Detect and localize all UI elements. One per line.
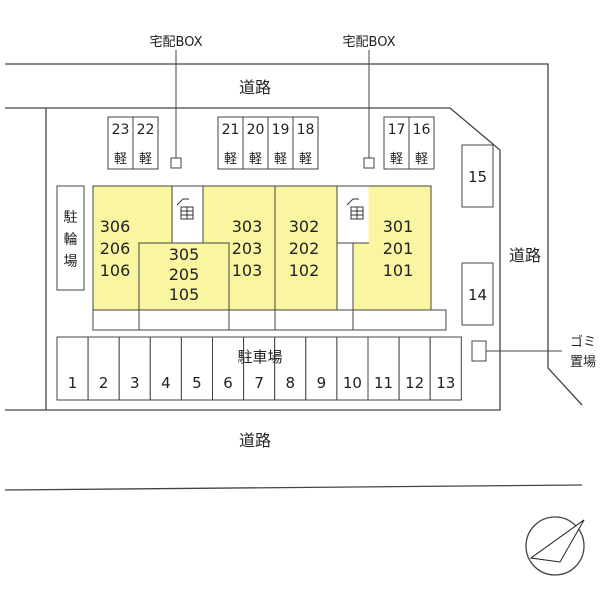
room-number: 203 — [232, 239, 263, 258]
parking-space-number: 8 — [285, 374, 295, 392]
parking-space — [212, 336, 245, 401]
garbage-area-label-line-1: ゴミ — [570, 334, 596, 350]
room-number: 106 — [100, 261, 131, 280]
road-top-edge — [5, 63, 583, 406]
motorbike-stall-label: 軽 — [415, 152, 428, 167]
motorbike-stalls: 23 軽 22 軽 21 軽 20 軽 19 軽 18 軽 17 軽 16 軽 — [107, 116, 435, 170]
parking-space — [398, 336, 431, 401]
parking-space-number: 7 — [254, 374, 264, 392]
motorbike-stall-label: 軽 — [274, 152, 287, 167]
motorbike-stall-label: 軽 — [224, 152, 237, 167]
parking-space-number: 5 — [192, 374, 202, 392]
bicycle-parking — [56, 185, 85, 291]
parking-space — [336, 336, 369, 401]
site-boundary — [5, 107, 501, 411]
parking-space-number: 2 — [99, 374, 109, 392]
room-number: 101 — [383, 261, 414, 280]
parking-space-number: 6 — [223, 374, 233, 392]
parking-space — [149, 336, 182, 401]
parking-space — [367, 336, 400, 401]
motorbike-stall-number: 20 — [247, 122, 265, 138]
room-number: 206 — [100, 239, 131, 258]
room-number: 103 — [232, 261, 263, 280]
garbage-area-box — [471, 340, 487, 362]
bicycle-parking-char-2: 輪 — [64, 231, 78, 248]
motorbike-stall-label: 軽 — [249, 152, 262, 167]
room-number: 201 — [383, 239, 414, 258]
road-bottom-label: 道路 — [239, 431, 271, 450]
delivery-box-right-label: 宅配BOX — [343, 35, 396, 50]
room-number: 202 — [289, 239, 320, 258]
delivery-box-left — [170, 157, 182, 169]
side-stall — [461, 144, 494, 208]
road-bottom-edge — [4, 484, 583, 491]
motorbike-stall-number: 23 — [112, 122, 130, 138]
parking-space-number: 11 — [374, 374, 393, 392]
parking-space — [429, 336, 462, 401]
motorbike-stall-label: 軽 — [114, 152, 127, 167]
parking-lot-label: 駐車場 — [237, 348, 282, 366]
stairs-icon — [346, 198, 364, 220]
parking-space-number: 13 — [436, 374, 455, 392]
motorbike-stall-number: 22 — [137, 122, 155, 138]
motorbike-stall-number: 21 — [222, 122, 240, 138]
room-number: 305 — [169, 245, 200, 264]
motorbike-stall-label: 軽 — [299, 152, 312, 167]
parking-space — [118, 336, 151, 401]
room-number: 205 — [169, 265, 200, 284]
side-stall — [461, 262, 494, 326]
side-stall-number: 15 — [468, 168, 487, 186]
parking-space — [243, 336, 276, 401]
parking-space — [87, 336, 120, 401]
unit-block-305 — [138, 242, 230, 311]
unit-block-302 — [274, 185, 338, 311]
stairs-icon — [176, 198, 194, 220]
parking-space — [56, 336, 89, 401]
road-top-label: 道路 — [239, 78, 271, 97]
parking-space-number: 12 — [405, 374, 424, 392]
room-number: 302 — [289, 217, 320, 236]
parking-space-number: 9 — [317, 374, 327, 392]
motorbike-stall-number: 19 — [272, 122, 290, 138]
room-number: 303 — [232, 217, 263, 236]
road-outline — [4, 63, 583, 491]
motorbike-stall-number: 17 — [388, 122, 406, 138]
delivery-box-right — [363, 157, 375, 169]
parking-space-number: 4 — [161, 374, 171, 392]
room-number: 306 — [100, 217, 131, 236]
parking-space-number: 10 — [343, 374, 362, 392]
parking-space-number: 3 — [130, 374, 140, 392]
motorbike-stall-label: 軽 — [390, 152, 403, 167]
parking-space — [274, 336, 307, 401]
motorbike-stall-label: 軽 — [139, 152, 152, 167]
side-stall-number: 14 — [468, 286, 487, 304]
parking-space-number: 1 — [68, 374, 78, 392]
room-number: 105 — [169, 285, 200, 304]
road-right-label: 道路 — [509, 246, 541, 265]
parking-space — [180, 336, 213, 401]
room-number: 301 — [383, 217, 414, 236]
motorbike-stall-number: 16 — [413, 122, 431, 138]
north-arrow-icon — [525, 516, 585, 576]
garbage-area-label-line-2: 置場 — [570, 355, 596, 370]
bicycle-parking-char-3: 場 — [64, 254, 78, 270]
motorbike-stall-number: 18 — [297, 122, 315, 138]
balcony-strip — [92, 309, 447, 331]
delivery-box-left-label: 宅配BOX — [150, 35, 203, 50]
room-number: 102 — [289, 261, 320, 280]
bicycle-parking-char-1: 駐 — [64, 210, 78, 226]
